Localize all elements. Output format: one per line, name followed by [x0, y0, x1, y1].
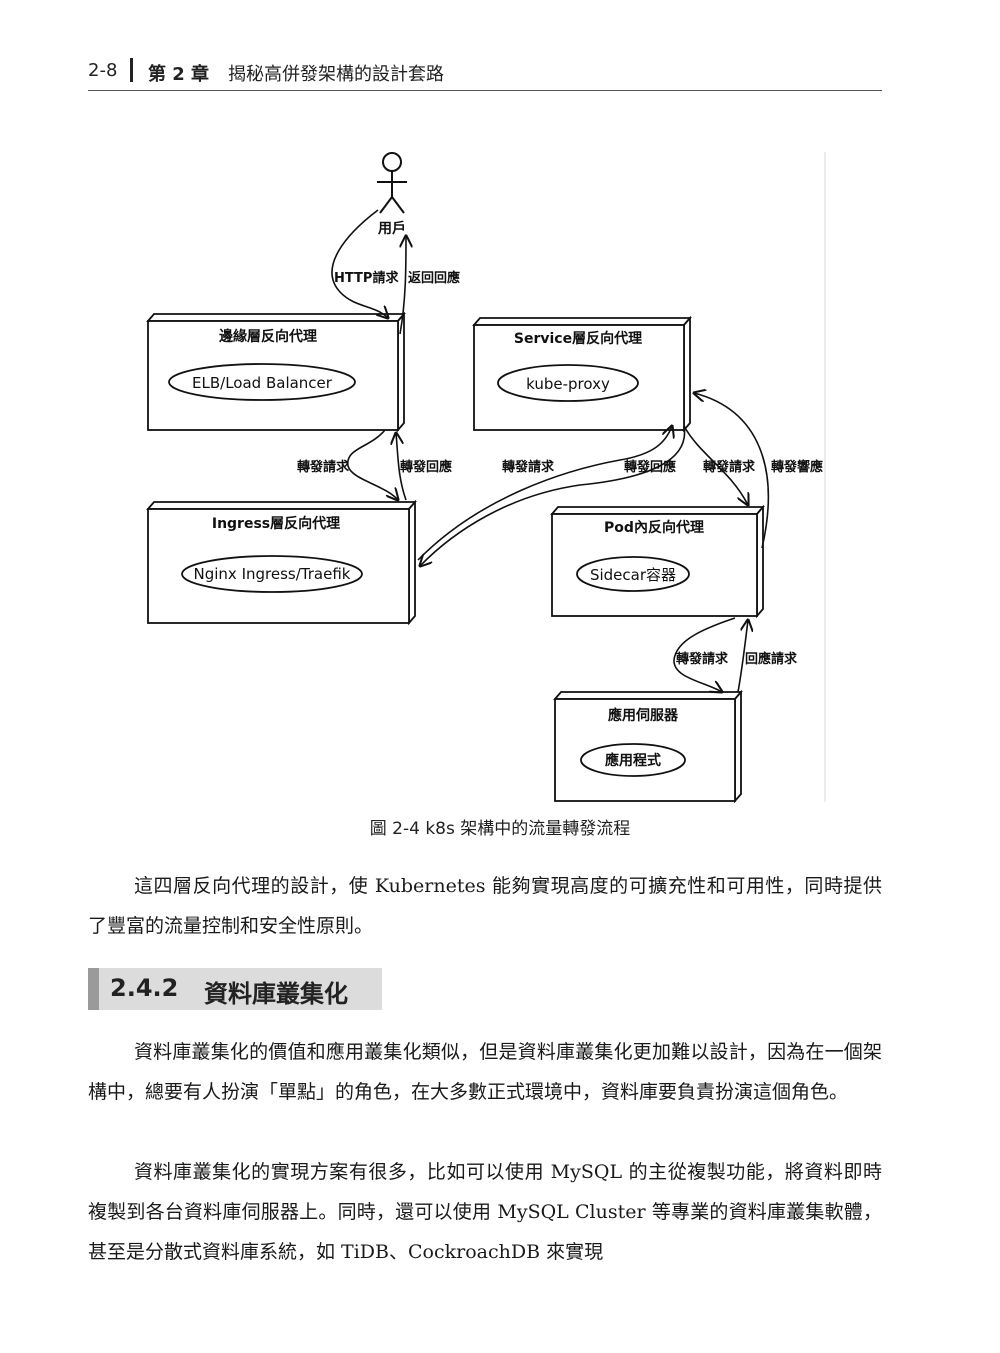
label-edge-to-ingress: 轉發請求: [297, 459, 350, 475]
ingress-proxy-title: Ingress層反向代理: [212, 515, 340, 532]
edge-proxy-component: ELB/Load Balancer: [192, 374, 333, 392]
section-heading: 2.4.2 資料庫叢集化: [88, 968, 382, 1010]
label-pod-to-service: 轉發響應: [771, 459, 823, 475]
section-heading-bar: [88, 968, 99, 1010]
edge-service-to-pod: [683, 425, 748, 505]
label-service-to-pod: 轉發請求: [703, 459, 756, 475]
section-title: 資料庫叢集化: [204, 980, 348, 1008]
edge-proxy-node: 邊緣層反向代理 ELB/Load Balancer: [146, 311, 406, 433]
paragraph-1: 這四層反向代理的設計，使 Kubernetes 能夠實現高度的可擴充性和可用性，…: [88, 875, 882, 937]
service-proxy-title: Service層反向代理: [514, 330, 642, 347]
chapter-title: 揭秘高併發架構的設計套路: [228, 64, 444, 85]
label-user-request: HTTP請求: [334, 270, 399, 286]
ingress-proxy-component: Nginx Ingress/Traefik: [194, 565, 351, 583]
app-server-title: 應用伺服器: [608, 707, 679, 724]
edge-pod-to-app: [673, 617, 736, 692]
ingress-proxy-node: Ingress層反向代理 Nginx Ingress/Traefik: [146, 499, 417, 626]
label-user-response: 返回回應: [408, 270, 460, 286]
app-server-node: 應用伺服器 應用程式: [553, 689, 743, 804]
header-divider: [130, 58, 133, 82]
pod-proxy-component: Sidecar容器: [590, 566, 676, 584]
page-number: 2-8: [88, 60, 118, 81]
figure-caption: 圖 2-4 k8s 架構中的流量轉發流程: [369, 819, 631, 839]
user-actor-icon: [377, 152, 407, 214]
edge-service-to-ingress: [420, 425, 686, 566]
architecture-diagram: 用戶 邊緣層反向代理 ELB/Load Balancer Service層反向代…: [146, 152, 826, 804]
chapter-label: 第 2 章: [148, 64, 210, 85]
actor-label: 用戶: [378, 220, 406, 237]
edge-app-to-pod: [737, 620, 748, 693]
label-ingress-to-edge: 轉發回應: [400, 459, 452, 475]
service-proxy-component: kube-proxy: [526, 375, 610, 393]
running-header: 2-8 第 2 章 揭秘高併發架構的設計套路: [88, 58, 882, 91]
edge-ingress-to-service: [417, 426, 672, 561]
label-pod-to-app: 轉發請求: [676, 651, 729, 667]
edge-user-response: [399, 236, 406, 335]
pod-proxy-node: Pod內反向代理 Sidecar容器: [550, 504, 765, 619]
paragraph-3: 資料庫叢集化的實現方案有很多，比如可以使用 MySQL 的主從複製功能，將資料即…: [88, 1161, 882, 1263]
edge-user-request: [331, 209, 388, 318]
label-app-to-pod: 回應請求: [745, 651, 798, 667]
edge-pod-to-service: [694, 393, 769, 549]
pod-proxy-title: Pod內反向代理: [604, 519, 704, 536]
service-proxy-node: Service層反向代理 kube-proxy: [472, 315, 692, 433]
edge-ingress-to-edge: [396, 433, 407, 501]
section-number: 2.4.2: [110, 974, 179, 1002]
edge-proxy-title: 邊緣層反向代理: [219, 328, 317, 345]
edge-edge-to-ingress: [347, 429, 398, 500]
paragraph-2: 資料庫叢集化的價值和應用叢集化類似，但是資料庫叢集化更加難以設計，因為在一個架構…: [88, 1041, 882, 1103]
label-service-to-ingress: 轉發回應: [624, 459, 676, 475]
app-server-component: 應用程式: [605, 752, 661, 769]
label-ingress-to-service: 轉發請求: [502, 459, 555, 475]
